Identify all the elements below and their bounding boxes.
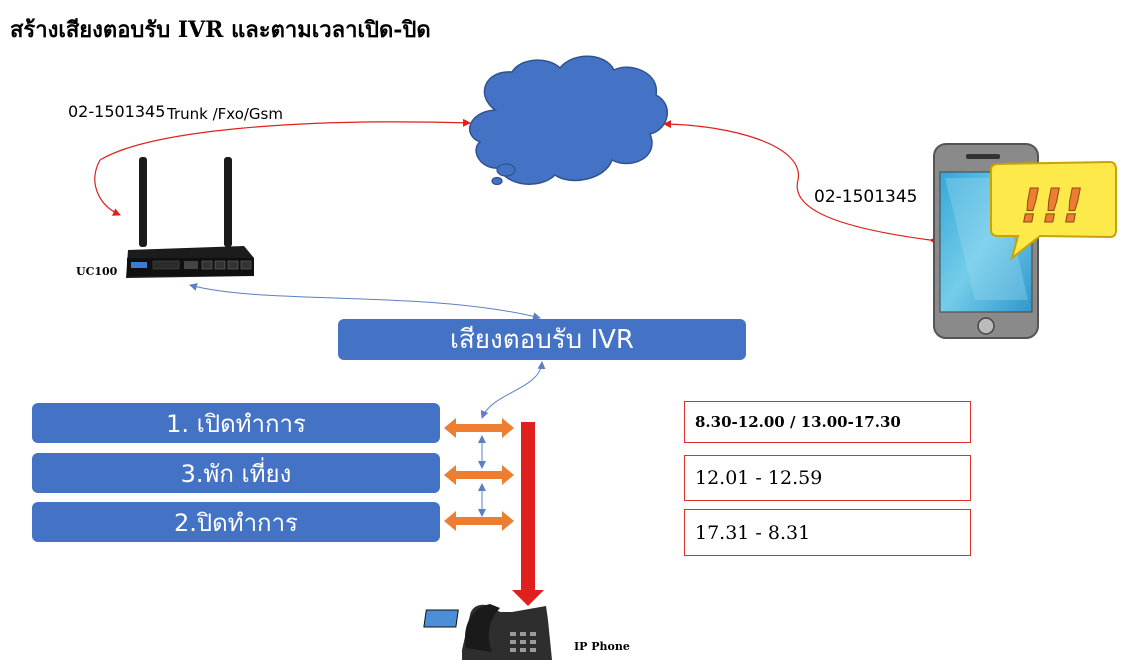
ivr-box: เสียงตอบรับ IVR [338, 319, 746, 360]
orange-double-arrow [444, 465, 514, 485]
trunk-to-router-connector [94, 159, 121, 216]
uc100-label: UC100 [76, 265, 118, 278]
alert-bubble-text: !!! [1021, 179, 1084, 233]
router-uc100-icon [126, 157, 254, 278]
orange-double-arrow [444, 511, 514, 531]
time-range-lunch: 12.01 - 12.59 [684, 455, 971, 501]
ip-phone-icon [423, 604, 552, 660]
menu-option-open: 1. เปิดทำการ [32, 403, 440, 443]
ivr-to-menu-connector [480, 361, 546, 419]
router-to-ivr-connector [189, 283, 541, 321]
ip-phone-label: IP Phone [574, 640, 630, 653]
alert-bubble-icon [990, 160, 1117, 261]
time-range-open: 8.30-12.00 / 13.00-17.30 [684, 401, 971, 443]
orange-double-arrow [444, 418, 514, 438]
trunk-to-cloud-connector [99, 118, 471, 161]
cloud-to-phone-connector [663, 120, 938, 245]
trunk-type-label: Trunk /Fxo/Gsm [167, 105, 283, 123]
menu-option-lunch: 3.พัก เที่ยง [32, 453, 440, 493]
trunk-number-label: 02-1501345 [68, 102, 166, 121]
page-title: สร้างเสียงตอบรับ IVR และตามเวลาเปิด-ปิด [10, 17, 431, 43]
menu-option-closed: 2.ปิดทำการ [32, 502, 440, 542]
internet-cloud-icon [469, 55, 668, 186]
phone-number-label: 02-1501345 [814, 187, 918, 207]
red-down-arrow [512, 422, 544, 606]
time-range-closed: 17.31 - 8.31 [684, 509, 971, 556]
